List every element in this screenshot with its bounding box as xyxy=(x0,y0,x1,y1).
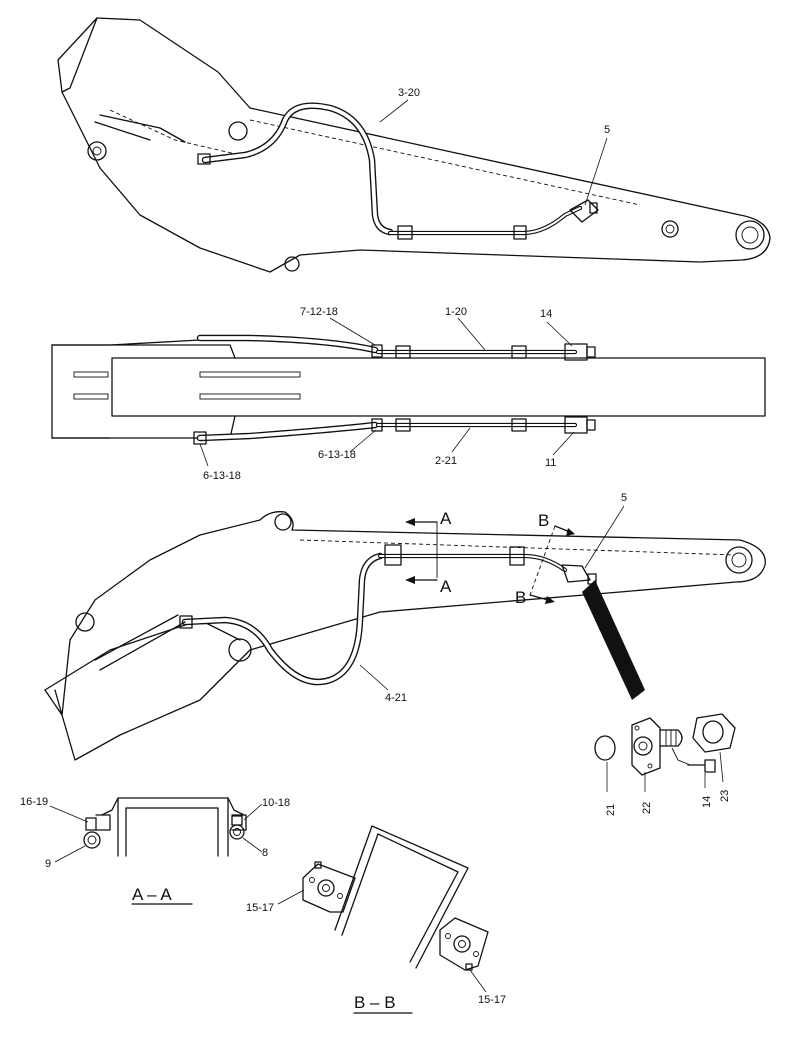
flange-detail: 21 22 14 23 xyxy=(594,713,736,816)
label-7-12-18: 7-12-18 xyxy=(300,306,338,318)
side-arm-view: A A B B 5 4-21 xyxy=(44,492,766,761)
section-a-label-bottom: A xyxy=(440,577,452,596)
section-a-a-title: A – A xyxy=(132,885,172,904)
label-14-plan: 14 xyxy=(540,308,552,320)
label-15-17-lower: 15-17 xyxy=(478,994,506,1006)
label-14-detail: 14 xyxy=(701,796,713,808)
label-fitting-5-side: 5 xyxy=(621,492,627,504)
label-10-18: 10-18 xyxy=(262,797,290,809)
detail-pointer xyxy=(582,580,645,700)
section-a-label-top: A xyxy=(440,509,452,528)
label-hose-3-20: 3-20 xyxy=(398,87,420,99)
label-hose-4-21: 4-21 xyxy=(385,692,407,704)
label-16-19: 16-19 xyxy=(20,796,48,808)
label-9: 9 xyxy=(45,858,51,870)
top-arm-view: 3-20 5 xyxy=(57,17,771,273)
label-1-20: 1-20 xyxy=(445,306,467,318)
label-8: 8 xyxy=(262,847,268,859)
section-a-a: 16-19 9 10-18 8 A – A xyxy=(20,796,290,905)
section-b-label-top: B xyxy=(538,511,549,530)
section-b-label-bottom: B xyxy=(515,588,526,607)
label-23: 23 xyxy=(719,790,731,802)
label-6-13-18-left: 6-13-18 xyxy=(203,470,241,482)
plan-arm-view: 7-12-18 1-20 14 6-13-18 6-13-18 2-21 11 xyxy=(51,306,766,482)
label-fitting-5-top: 5 xyxy=(604,124,610,136)
label-6-13-18-mid: 6-13-18 xyxy=(318,449,356,461)
label-15-17-upper: 15-17 xyxy=(246,902,274,914)
label-22: 22 xyxy=(641,802,653,814)
label-2-21: 2-21 xyxy=(435,455,457,467)
label-11: 11 xyxy=(545,457,556,469)
label-21: 21 xyxy=(605,804,617,816)
section-b-b: 15-17 15-17 B – B xyxy=(246,825,506,1014)
section-b-b-title: B – B xyxy=(354,993,396,1012)
